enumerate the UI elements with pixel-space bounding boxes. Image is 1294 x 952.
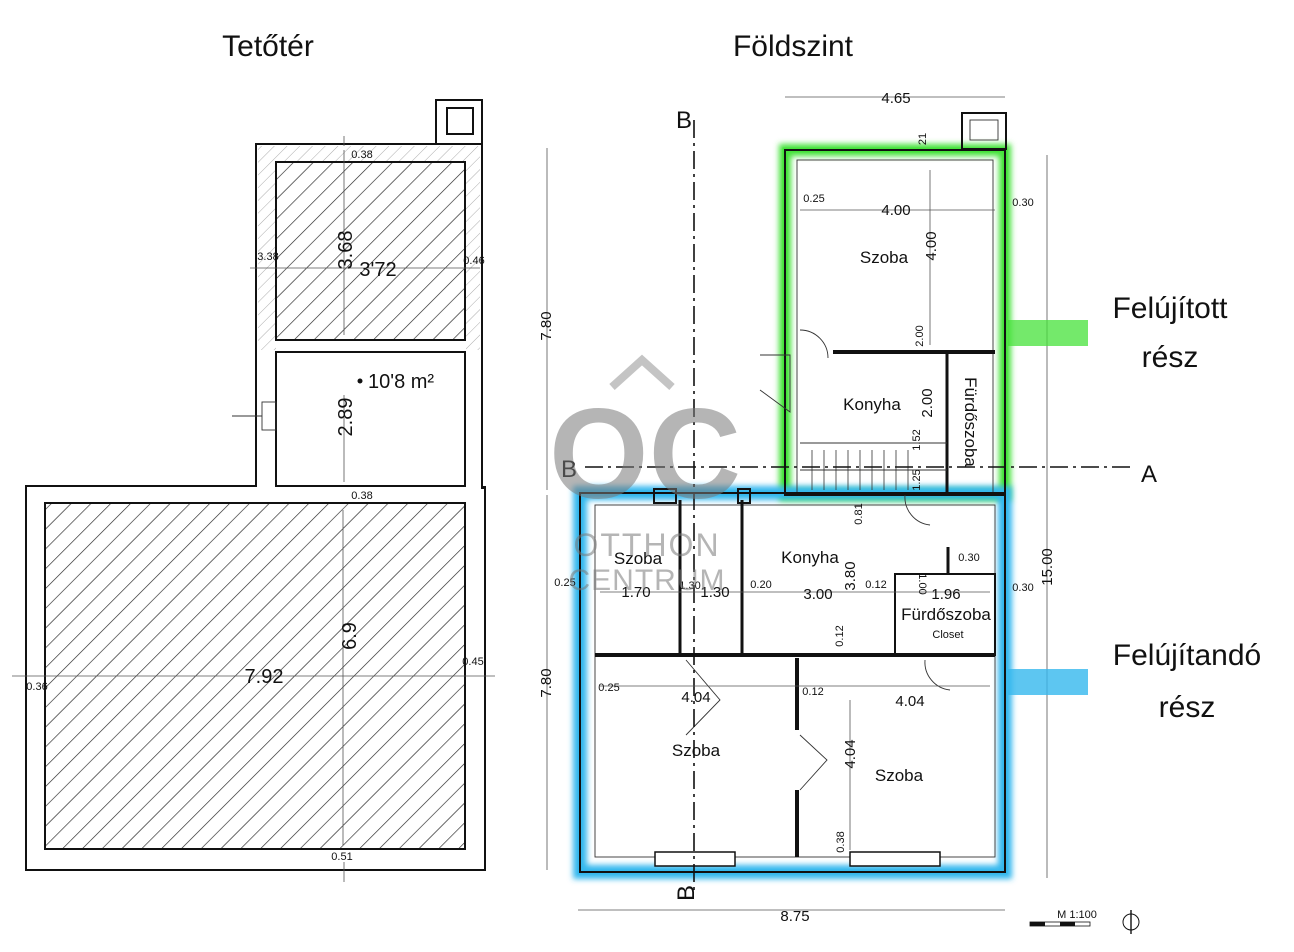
dim-kitchen-width: 3.00	[803, 586, 832, 603]
dim-bath-width: 1.96	[931, 586, 960, 603]
dim-overall-height: 15.00	[1039, 548, 1056, 586]
dim-bottom-038: 0.38	[835, 831, 847, 852]
attic-big-right-dim: 0.45	[462, 656, 483, 668]
attic-middle-height-dim: 2.89	[335, 398, 357, 437]
legend-to-renovate-line2: rész	[1159, 691, 1216, 724]
watermark-line2: CENTRUM	[569, 564, 726, 597]
attic-right-side-dim: 0.46	[463, 255, 484, 267]
room-label-lower-bath: Fürdőszoba	[901, 605, 991, 624]
watermark-logo: OC OTTHON CENTRUM	[549, 354, 741, 597]
legend-swatch-renovated	[1008, 320, 1088, 346]
room-label-lower-kitchen: Konyha	[781, 548, 839, 567]
attic-top-wall-dim: 0.38	[351, 149, 372, 161]
dim-chimney: 21	[917, 133, 929, 145]
watermark-logo-text: OC	[549, 383, 741, 526]
dim-wall-025a: 0.25	[554, 577, 575, 589]
attic-big-width-dim: 7.92	[245, 666, 284, 688]
section-marker-a-right: A	[1141, 461, 1157, 488]
attic-title: Tetőtér	[222, 30, 314, 63]
section-marker-b-bottom: B	[673, 885, 700, 901]
dim-small-room-width: 1.70	[621, 584, 650, 601]
dim-wall-025b: 0.25	[598, 682, 619, 694]
dim-wall-020: 0.20	[750, 579, 771, 591]
dim-wall-012c: 0.12	[802, 686, 823, 698]
dim-bath-small: 1.00	[916, 573, 928, 594]
attic-area-label: 10'8 m²	[368, 371, 434, 393]
room-label-lower-small-room: Szoba	[614, 549, 663, 568]
attic-bottom-wall-dim: 0.51	[331, 851, 352, 863]
dim-upper-room-width: 4.00	[881, 202, 910, 219]
room-label-lower-room-left: Szoba	[672, 741, 721, 760]
dim-stair-b: 1.25	[911, 469, 923, 490]
dim-upper-wall-right: 0.30	[1012, 197, 1033, 209]
room-label-upper-bath: Fürdőszoba	[961, 377, 980, 467]
dim-kitchen-height: 2.00	[919, 388, 936, 417]
dim-right-room-width: 4.04	[895, 693, 924, 710]
scale-bar-label: M 1:100	[1057, 909, 1097, 921]
legend-swatch-to-renovate	[1008, 669, 1088, 695]
attic-big-height-dim: 6.9	[339, 622, 361, 650]
attic-room-height-dim: 3.68	[335, 231, 357, 270]
dim-left-room-width: 4.04	[681, 689, 710, 706]
room-label-closet: Closet	[932, 629, 963, 641]
section-marker-b-left: B	[561, 456, 577, 483]
legend-renovated-line2: rész	[1142, 341, 1199, 374]
dim-upper-wall-left: 0.25	[803, 193, 824, 205]
dim-lower-total: 7.80	[538, 668, 555, 697]
dim-overall-width: 8.75	[780, 908, 809, 925]
legend: Felújított rész Felújítandó rész	[1008, 292, 1261, 724]
ground-floor-plan: Szoba Konyha Fürdőszoba Szoba Konyha Für…	[538, 90, 1157, 925]
dim-right-room-height: 4.04	[842, 739, 859, 768]
dim-corridor-width-2: 1.30	[700, 584, 729, 601]
legend-renovated-line1: Felújított	[1112, 292, 1228, 325]
room-label-upper-kitchen: Konyha	[843, 395, 901, 414]
room-label-lower-room-right: Szoba	[875, 766, 924, 785]
dim-kitchen-depth: 3.80	[842, 561, 859, 590]
dim-stair-a: 1.52	[911, 429, 923, 450]
legend-to-renovate-line1: Felújítandó	[1113, 639, 1261, 672]
dim-wall-012a: 0.12	[865, 579, 886, 591]
ground-floor-title: Földszint	[733, 30, 854, 63]
dim-top-width: 4.65	[881, 90, 910, 107]
dim-corridor-width: 1.30	[679, 580, 700, 592]
attic-middle-bottom-dim: 0.38	[351, 490, 372, 502]
dim-upper-room-height: 4.00	[923, 231, 940, 260]
dim-partition: 2.00	[914, 325, 926, 346]
north-arrow-icon	[1122, 910, 1140, 934]
scale-bar: M 1:100	[1029, 909, 1097, 927]
watermark-line1: OTTHON	[573, 527, 720, 563]
room-label-upper-room: Szoba	[860, 248, 909, 267]
dim-wall-030a: 0.30	[958, 552, 979, 564]
attic-left-side-dim: 3.38	[257, 251, 278, 263]
dim-stair-c: 0.81	[853, 503, 865, 524]
attic-plan: 0.38 3.68 3'72 3.38 0.46 10'8 m² 2.89 0.…	[12, 99, 495, 882]
dim-wall-012b: 0.12	[834, 625, 846, 646]
attic-big-left-dim: 0.36	[26, 681, 47, 693]
attic-room-width-dim: 3'72	[359, 259, 396, 281]
dim-wall-030b: 0.30	[1012, 582, 1033, 594]
dim-upper-total: 7.80	[538, 311, 555, 340]
section-marker-b-top: B	[676, 107, 692, 134]
